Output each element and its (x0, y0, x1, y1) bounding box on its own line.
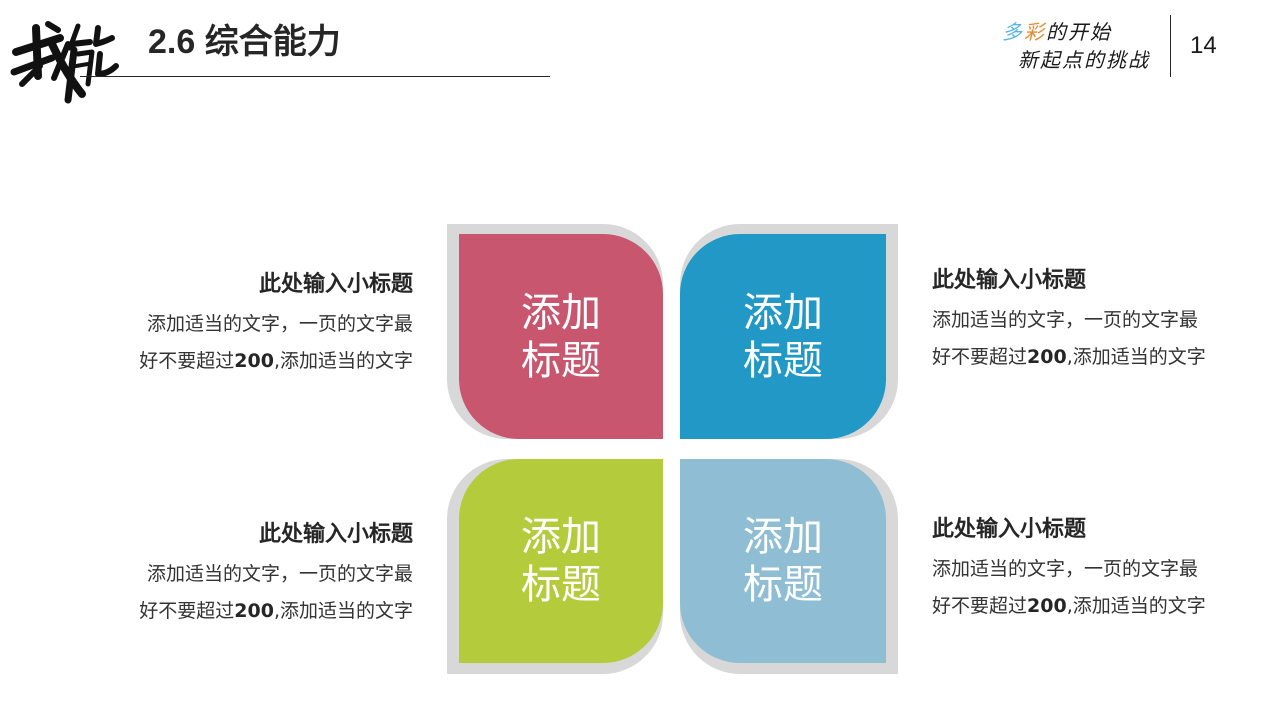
text-block-bottom-left: 此处输入小标题 添加适当的文字，一页的文字最 好不要超过200,添加适当的文字 (113, 520, 413, 630)
header-divider (1170, 15, 1171, 77)
petal-label: 添加 标题 (743, 514, 823, 608)
block-line-1: 添加适当的文字，一页的文字最 (932, 309, 1199, 331)
slogan-line-2: 新起点的挑战 (1018, 48, 1150, 72)
text-block-top-right: 此处输入小标题 添加适当的文字，一页的文字最 好不要超过200,添加适当的文字 (932, 266, 1232, 376)
block-heading: 此处输入小标题 (932, 268, 1087, 293)
block-line-2: 好不要超过200,添加适当的文字 (139, 600, 413, 622)
block-line-2: 好不要超过200,添加适当的文字 (932, 595, 1206, 617)
brush-logo-icon (10, 21, 119, 104)
petal-top-left[interactable]: 添加 标题 (459, 234, 663, 439)
text-block-top-left: 此处输入小标题 添加适当的文字，一页的文字最 好不要超过200,添加适当的文字 (113, 270, 413, 380)
block-line-1: 添加适当的文字，一页的文字最 (146, 313, 413, 335)
petal-label: 添加 标题 (743, 289, 823, 384)
block-line-1: 添加适当的文字，一页的文字最 (146, 563, 413, 585)
petal-bottom-right[interactable]: 添加 标题 (680, 459, 886, 663)
text-block-bottom-right: 此处输入小标题 添加适当的文字，一页的文字最 好不要超过200,添加适当的文字 (932, 515, 1232, 625)
title-underline (80, 76, 550, 77)
petal-label: 添加 标题 (521, 514, 601, 608)
petal-label: 添加 标题 (521, 289, 601, 384)
block-heading: 此处输入小标题 (258, 272, 413, 297)
page-title: 2.6 综合能力 (148, 23, 341, 61)
slogan-line-1: 多彩的开始 (1002, 20, 1112, 44)
petal-top-right[interactable]: 添加 标题 (680, 234, 886, 439)
block-line-2: 好不要超过200,添加适当的文字 (932, 346, 1206, 368)
block-heading: 此处输入小标题 (932, 517, 1087, 542)
petal-bottom-left[interactable]: 添加 标题 (459, 459, 663, 663)
block-line-1: 添加适当的文字，一页的文字最 (932, 558, 1199, 580)
slogan: 多彩的开始 新起点的挑战 (1000, 12, 1160, 72)
block-heading: 此处输入小标题 (258, 522, 413, 547)
block-line-2: 好不要超过200,添加适当的文字 (139, 350, 413, 372)
page-number: 14 (1190, 32, 1217, 59)
logo-calligraphy (8, 14, 123, 104)
